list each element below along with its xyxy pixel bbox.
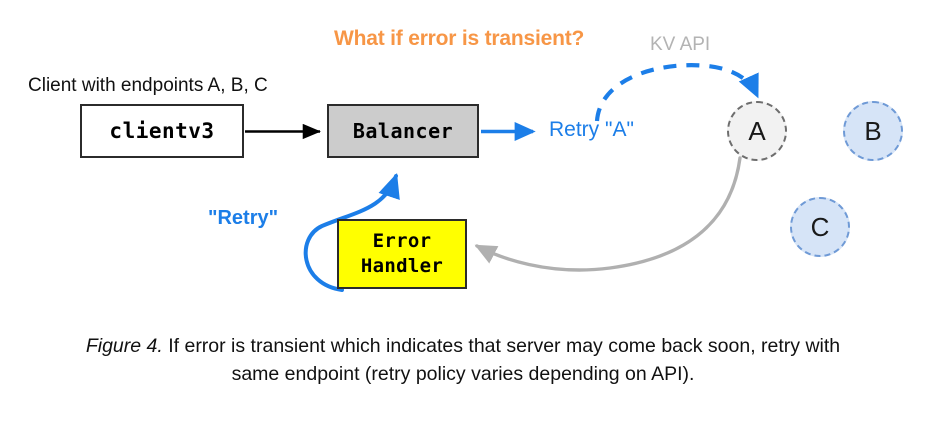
- figure-number: Figure 4.: [85, 335, 163, 357]
- client-endpoints-label: Client with endpoints A, B, C: [28, 75, 268, 96]
- figure-caption-line-2: retry with same endpoint (retry policy v…: [231, 335, 841, 385]
- balancer-box-label: Balancer: [352, 119, 454, 143]
- clientv3-box: clientv3: [80, 104, 244, 158]
- edge-endpoint-a-to-error-handler: [474, 156, 742, 272]
- balancer-box: Balancer: [327, 104, 479, 158]
- figure-caption-line-1: If error is transient which indicates th…: [162, 335, 756, 357]
- figure-caption: Figure 4. If error is transient which in…: [63, 333, 863, 388]
- clientv3-box-label: clientv3: [109, 119, 215, 143]
- endpoint-node-b: B: [843, 101, 903, 161]
- error-handler-box: Error Handler: [337, 219, 467, 289]
- retry-signal-label: "Retry": [208, 207, 279, 229]
- endpoint-node-a: A: [727, 101, 787, 161]
- kv-api-label: KV API: [650, 34, 711, 55]
- error-handler-box-label-line2: Handler: [360, 255, 444, 277]
- error-handler-box-label-line1: Error: [372, 229, 432, 252]
- headline-question: What if error is transient?: [334, 27, 585, 50]
- endpoint-node-c-label: C: [810, 211, 830, 242]
- endpoint-node-a-label: A: [748, 115, 766, 146]
- retry-endpoint-label: Retry "A": [549, 118, 634, 141]
- endpoint-node-b-label: B: [864, 115, 882, 146]
- endpoint-node-c: C: [790, 197, 850, 257]
